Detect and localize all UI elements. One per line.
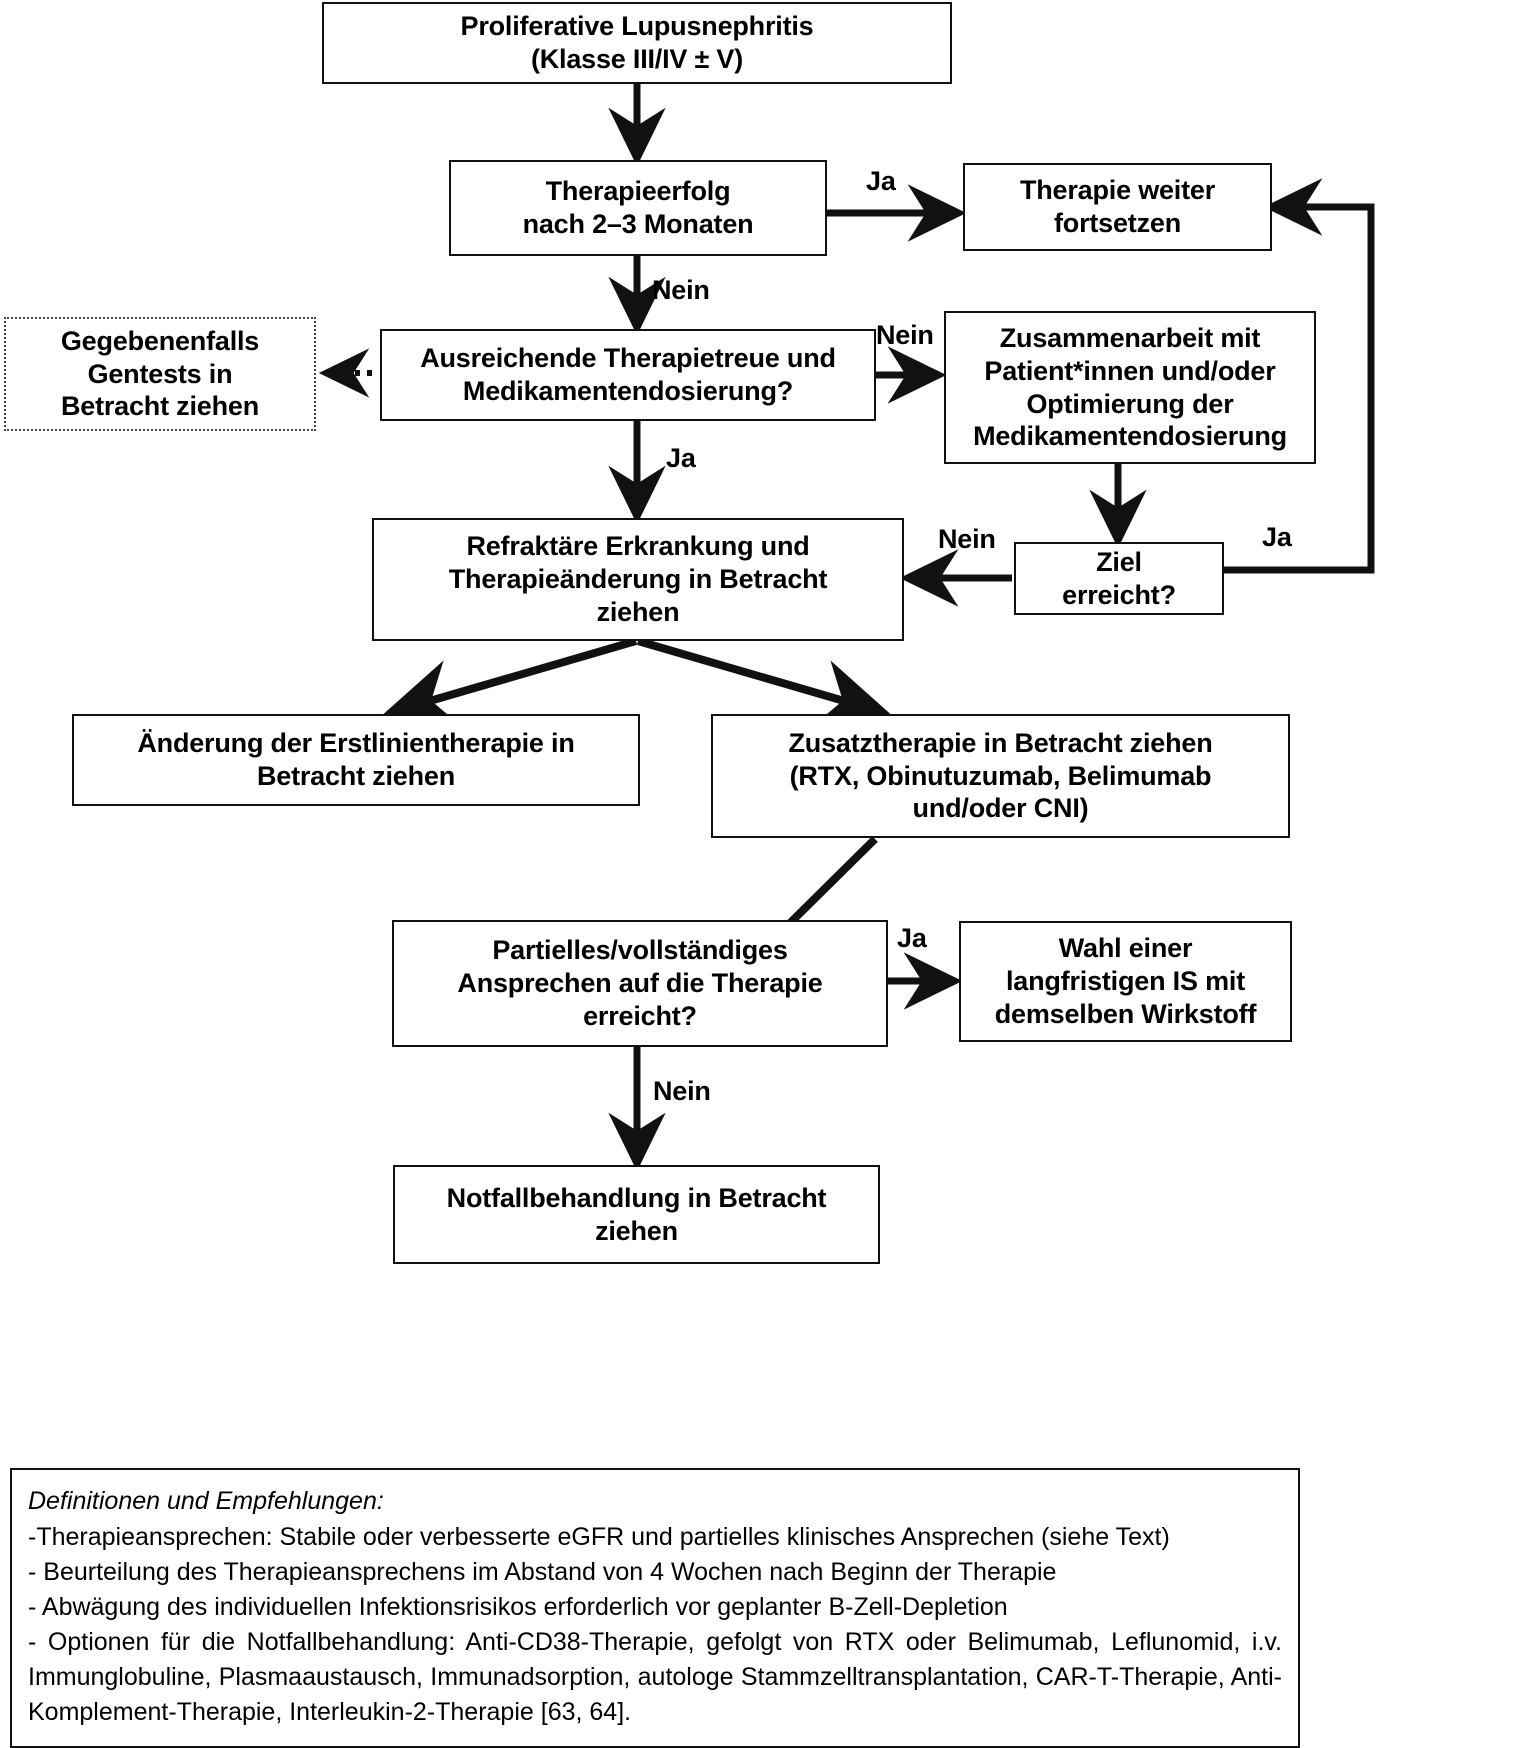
node-erstlinientherapie[interactable]: Änderung der Erstlinientherapie in Betra… <box>72 714 640 806</box>
node-ansprechen[interactable]: Partielles/vollständiges Ansprechen auf … <box>392 920 888 1047</box>
edge-label-nein-therapieerfolg: Nein <box>652 275 710 305</box>
node-ziel-erreicht[interactable]: Ziel erreicht? <box>1014 542 1224 615</box>
edge-label-ja-therapietreue: Ja <box>666 443 696 473</box>
edge-label-ja-therapieerfolg: Ja <box>866 166 896 196</box>
edge-label-nein-ansprechen: Nein <box>653 1076 711 1106</box>
definitions-panel: Definitionen und Empfehlungen: -Therapie… <box>10 1468 1300 1748</box>
node-therapieerfolg[interactable]: Therapieerfolg nach 2–3 Monaten <box>449 160 827 256</box>
definitions-title: Definitionen und Empfehlungen: <box>28 1487 384 1515</box>
edge-label-nein-ziel: Nein <box>938 524 996 554</box>
definitions-line-1: -Therapieansprechen: Stabile oder verbes… <box>28 1522 1170 1551</box>
definitions-line-4: - Optionen für die Notfallbehandlung: An… <box>28 1627 1282 1726</box>
edge-label-ja-ziel: Ja <box>1262 522 1292 552</box>
edge-refraktaer-to-erstlinie <box>382 637 638 728</box>
node-zusammenarbeit[interactable]: Zusammenarbeit mit Patient*innen und/ode… <box>944 311 1316 464</box>
node-refraktaer[interactable]: Refraktäre Erkrankung und Therapieänderu… <box>372 518 904 641</box>
edge-refraktaer-to-zusatztherapie <box>636 637 892 728</box>
edge-label-nein-therapietreue: Nein <box>876 320 934 350</box>
node-therapietreue[interactable]: Ausreichende Therapietreue und Medikamen… <box>380 329 876 421</box>
node-start[interactable]: Proliferative Lupusnephritis (Klasse III… <box>322 2 952 84</box>
definitions-line-2: - Beurteilung des Therapieansprechens im… <box>28 1557 1057 1586</box>
node-therapie-weiter-fortsetzen[interactable]: Therapie weiter fortsetzen <box>963 163 1272 251</box>
node-langfristige-is[interactable]: Wahl einer langfristigen IS mit demselbe… <box>959 921 1292 1042</box>
node-zusatztherapie[interactable]: Zusatztherapie in Betracht ziehen (RTX, … <box>711 714 1290 838</box>
node-gentests[interactable]: Gegebenenfalls Gentests in Betracht zieh… <box>4 317 316 431</box>
node-notfallbehandlung[interactable]: Notfallbehandlung in Betracht ziehen <box>393 1165 880 1264</box>
edge-label-ja-ansprechen: Ja <box>897 923 927 953</box>
definitions-line-3: - Abwägung des individuellen Infektionsr… <box>28 1592 1008 1621</box>
